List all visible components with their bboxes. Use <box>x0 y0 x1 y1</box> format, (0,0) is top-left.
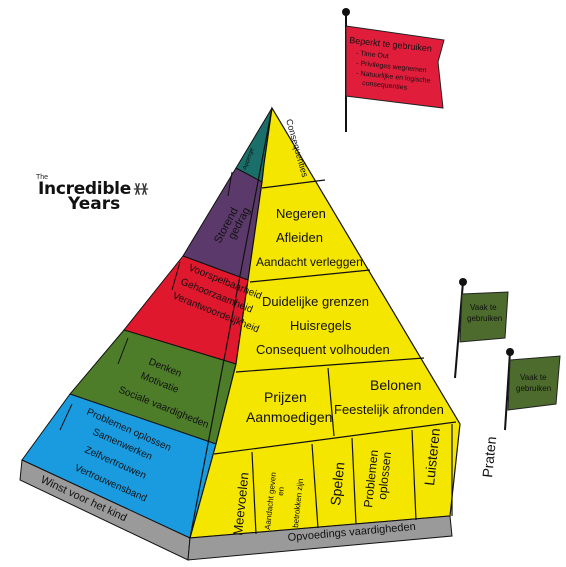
column-luisteren: Luisteren <box>421 427 443 486</box>
column-aandacht: en <box>276 486 286 496</box>
divider-mid <box>327 367 335 437</box>
column-problemen: oplossen <box>375 451 394 500</box>
flag-right-1-line: Vaak te <box>470 303 497 312</box>
flag-main-item: consequenties <box>362 80 408 92</box>
column-problemen: Problemen <box>361 449 381 508</box>
flag-right-2-line: gebruiken <box>516 384 551 393</box>
arrow-4 <box>59 403 73 431</box>
level2-item: Aandacht verleggen <box>256 255 363 269</box>
divider-2 <box>249 269 371 283</box>
level2-item: Negeren <box>276 206 326 221</box>
logo-line1: Incredible <box>38 179 131 199</box>
level4-right-item: Feestelijk afronden <box>334 402 444 417</box>
flag-right-1 <box>459 291 509 343</box>
col-div-1 <box>251 451 257 535</box>
flagpole-right-1-knob <box>459 278 467 286</box>
flag-right-2-line: Vaak te <box>520 373 547 382</box>
column-spelen: Spelen <box>327 461 347 506</box>
arrow-3 <box>117 337 129 365</box>
children-icon: ᚕᚕ <box>134 180 148 196</box>
divider-3 <box>235 357 425 373</box>
level4-right-item: Belonen <box>370 377 421 393</box>
arrow-2 <box>171 261 181 291</box>
level3-item: Consequent volhouden <box>256 342 390 357</box>
col-div-3 <box>351 437 357 525</box>
flag-main <box>345 25 445 109</box>
flag-right-1-line: gebruiken <box>467 314 502 323</box>
flag-main-item: - Time Out <box>356 50 389 60</box>
level3-item: Huisregels <box>290 318 352 333</box>
flagpole-main-knob <box>342 8 350 16</box>
level3-item: Duidelijke grenzen <box>262 294 369 309</box>
flagpole-right-2-knob <box>506 348 514 356</box>
col-div-2 <box>311 443 319 529</box>
arrow-1 <box>227 171 233 197</box>
level4-left-item: Aanmoedigen <box>246 409 332 425</box>
logo-line2: Years <box>68 194 121 214</box>
flagpole-right-2 <box>504 351 511 431</box>
pyramid-edge <box>189 107 273 539</box>
col-div-4 <box>411 429 417 521</box>
level2-item: Afleiden <box>276 230 323 245</box>
incredible-years-logo: The Incredible Years ᚕᚕ <box>34 174 184 214</box>
right-base <box>187 515 453 561</box>
column-meevoelen: Meevoelen <box>230 471 252 536</box>
column-praten: Praten <box>479 436 499 479</box>
level4-left-item: Prijzen <box>264 389 307 405</box>
flag-right-2 <box>507 355 561 411</box>
logo-the: The <box>36 174 49 181</box>
divider-4 <box>213 421 457 455</box>
divider-1 <box>261 179 326 189</box>
